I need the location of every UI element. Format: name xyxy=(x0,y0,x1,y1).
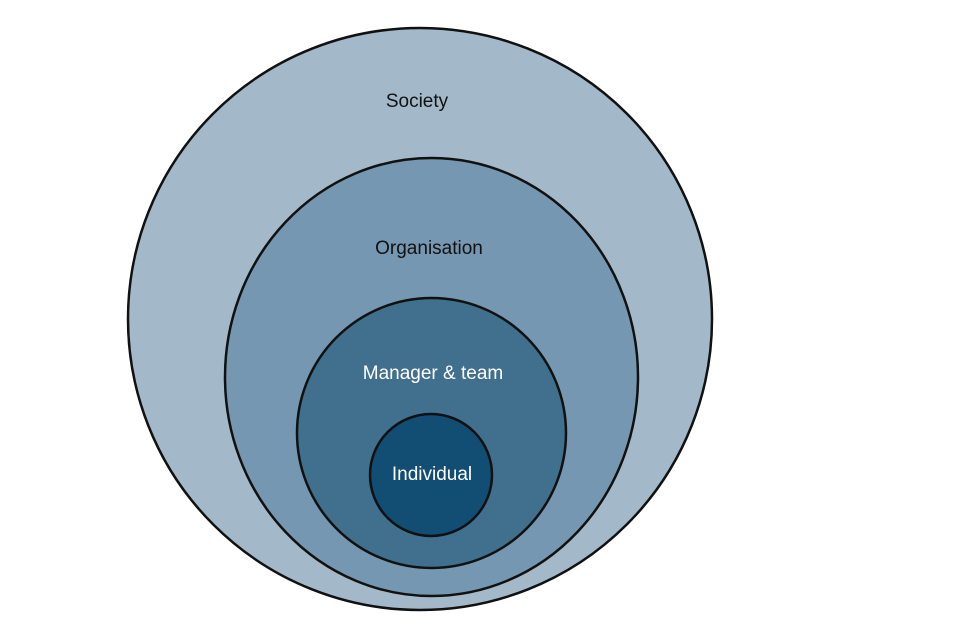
society-label: Society xyxy=(385,91,449,112)
organisation-label: Organisation xyxy=(375,238,483,259)
individual-circle xyxy=(368,412,494,538)
manager-team-label: Manager & team xyxy=(362,363,504,384)
individual-label: Individual xyxy=(391,464,473,485)
